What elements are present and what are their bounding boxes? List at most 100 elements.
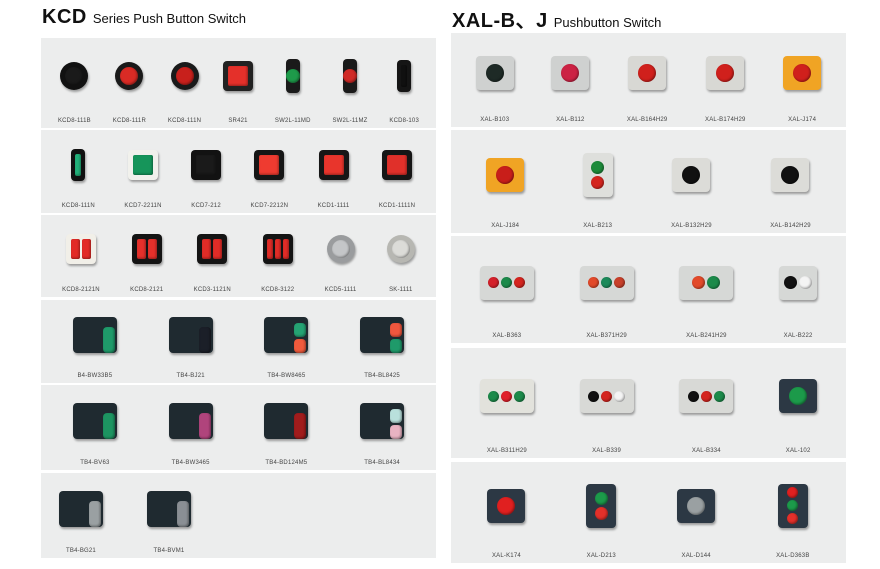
- switch-actuator: [89, 500, 101, 527]
- product-item[interactable]: XAL-J184: [486, 130, 525, 233]
- product-item[interactable]: TB4-BW8465: [264, 300, 309, 383]
- product-model-label: XAL-B103: [480, 117, 510, 123]
- product-model-label: XAL-B132H29: [671, 223, 712, 229]
- product-item[interactable]: XAL-J174: [783, 33, 822, 127]
- product-item[interactable]: XAL-B339: [579, 348, 634, 458]
- switch-actuator: [177, 500, 189, 527]
- product-item[interactable]: KCD8-111N: [168, 38, 201, 128]
- switch-actuator: [331, 240, 350, 258]
- product-item[interactable]: XAL-D363B: [776, 462, 810, 563]
- product-item[interactable]: KCD8-111R: [113, 38, 146, 128]
- switch-actuator: [266, 239, 273, 259]
- product-item[interactable]: KCD3-1121N: [194, 215, 231, 297]
- product-item[interactable]: KCD8-103: [389, 38, 419, 128]
- product-model-label: SR421: [228, 118, 248, 124]
- switch-actuator: [102, 326, 115, 353]
- product-item[interactable]: TB4-BJ21: [168, 300, 213, 383]
- switch-actuator: [343, 69, 357, 83]
- product-item[interactable]: SK-1111: [386, 215, 415, 297]
- product-item[interactable]: XAL-102: [779, 348, 818, 458]
- switch-actuator: [687, 496, 706, 515]
- switch-actuator: [175, 67, 194, 85]
- product-model-label: XAL-B222: [783, 333, 813, 339]
- switch-actuator: [390, 322, 403, 337]
- product-model-label: SW2L-11MZ: [332, 118, 368, 124]
- product-item[interactable]: XAL-B334: [679, 348, 734, 458]
- product-item[interactable]: XAL-B241H29: [679, 236, 734, 343]
- product-item[interactable]: XAL-D213: [586, 462, 617, 563]
- product-item[interactable]: SR421: [223, 38, 254, 128]
- switch-actuator: [82, 239, 91, 259]
- switch-actuator: [514, 390, 526, 402]
- product-image: [579, 265, 634, 300]
- switch-actuator: [259, 154, 280, 175]
- product-item[interactable]: XAL-K174: [487, 462, 526, 563]
- switch-actuator: [390, 408, 403, 423]
- switch-actuator: [120, 67, 139, 85]
- product-model-label: TB4-BW3465: [171, 460, 210, 466]
- product-model-label: KCD1-1111: [317, 203, 350, 209]
- product-item[interactable]: KCD7-212: [191, 130, 222, 213]
- product-item[interactable]: XAL-B132H29: [671, 130, 712, 233]
- product-image: [285, 59, 300, 93]
- product-image: [706, 56, 745, 90]
- product-model-label: TB4-BL8434: [364, 460, 400, 466]
- product-item[interactable]: KCD1-1111N: [379, 130, 415, 213]
- product-image: [318, 149, 349, 180]
- product-model-label: XAL-B334: [691, 448, 721, 454]
- product-item[interactable]: XAL-B103: [475, 33, 514, 127]
- switch-actuator: [485, 64, 504, 82]
- product-item[interactable]: KCD8-3122: [261, 215, 294, 297]
- product-item[interactable]: XAL-B142H29: [770, 130, 811, 233]
- product-item[interactable]: TB4-BVM1: [147, 473, 191, 558]
- product-image: [771, 157, 810, 192]
- product-model-label: KCD8-3122: [261, 287, 295, 293]
- product-item[interactable]: B4-BW33B5: [72, 300, 117, 383]
- product-item[interactable]: XAL-B371H29: [579, 236, 634, 343]
- product-item[interactable]: TB4-BG21: [59, 473, 103, 558]
- switch-actuator: [716, 64, 735, 82]
- product-item[interactable]: KCD8-111N: [62, 130, 95, 213]
- switch-actuator: [687, 390, 699, 402]
- product-item[interactable]: XAL-B164H29: [627, 33, 668, 127]
- product-item[interactable]: KCD5-1111: [325, 215, 357, 297]
- product-item[interactable]: SW2L-11MZ: [332, 38, 367, 128]
- product-item[interactable]: XAL-D144: [677, 462, 716, 563]
- product-model-label: KCD8-111N: [167, 118, 202, 124]
- product-model-label: KCD7-212: [191, 203, 221, 209]
- product-model-label: TB4-BJ21: [176, 373, 205, 379]
- product-item[interactable]: XAL-B112: [551, 33, 590, 127]
- product-model-label: XAL-B241H29: [686, 333, 727, 339]
- product-item[interactable]: TB4-BL8425: [360, 300, 405, 383]
- product-item[interactable]: TB4-BD124M5: [264, 385, 309, 470]
- product-item[interactable]: KCD7-2212N: [250, 130, 288, 213]
- product-model-label: KCD8-2121: [130, 287, 164, 293]
- product-item[interactable]: KCD8-111B: [58, 38, 91, 128]
- product-model-label: XAL-B164H29: [626, 117, 668, 123]
- switch-actuator: [497, 496, 516, 515]
- product-row: XAL-K174 XAL-D213 XAL-D144 XAL-D363B: [451, 462, 846, 563]
- product-item[interactable]: XAL-B174H29: [705, 33, 746, 127]
- product-model-label: SK-1111: [389, 287, 413, 293]
- product-image: [475, 56, 514, 90]
- product-item[interactable]: KCD7-2211N: [124, 130, 161, 213]
- product-item[interactable]: XAL-B363: [479, 236, 534, 343]
- product-image: [487, 488, 526, 523]
- product-image: [254, 149, 285, 180]
- product-model-label: KCD7-2212N: [250, 203, 289, 209]
- product-image: [170, 62, 199, 90]
- switch-actuator: [789, 387, 808, 405]
- product-item[interactable]: KCD8-2121: [130, 215, 163, 297]
- product-item[interactable]: TB4-BL8434: [360, 385, 405, 470]
- product-item[interactable]: KCD1-1111: [318, 130, 350, 213]
- switch-actuator: [614, 390, 626, 402]
- product-item[interactable]: KCD8-2121N: [62, 215, 100, 297]
- product-item[interactable]: XAL-B213: [582, 130, 613, 233]
- product-item[interactable]: XAL-B311H29: [479, 348, 534, 458]
- product-item[interactable]: XAL-B222: [779, 236, 818, 343]
- product-model-label: XAL-102: [785, 448, 811, 454]
- product-item[interactable]: TB4-BV63: [72, 385, 117, 470]
- product-item[interactable]: SW2L-11MD: [275, 38, 311, 128]
- product-item[interactable]: TB4-BW3465: [168, 385, 213, 470]
